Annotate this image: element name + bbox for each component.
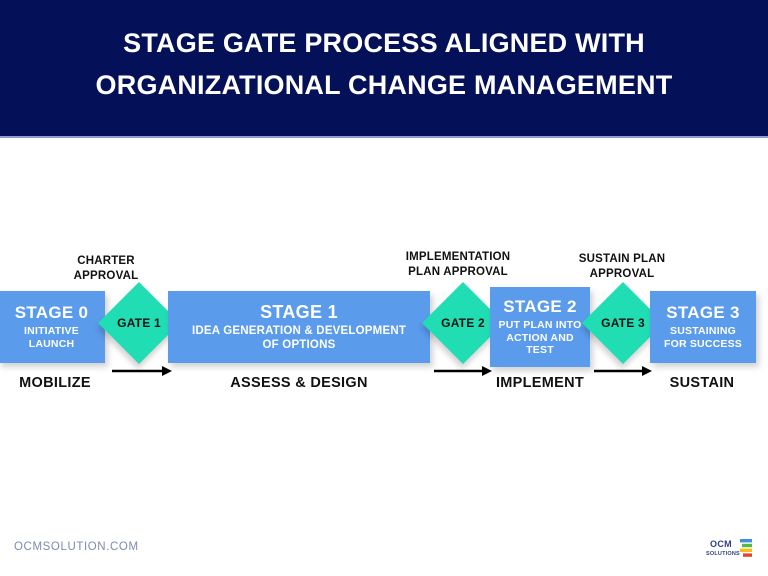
page-title-line-1: STAGE GATE PROCESS ALIGNED WITH — [123, 28, 645, 58]
stage-0-box[interactable]: STAGE 0 INITIATIVE LAUNCH — [0, 291, 105, 363]
flow-arrow-3-icon — [594, 366, 652, 376]
phase-label-mobilize: MOBILIZE — [19, 375, 91, 391]
phase-label-assess-design: ASSESS & DESIGN — [230, 375, 368, 391]
stage-0-subtitle-line-1: INITIATIVE — [24, 325, 79, 337]
footer-website-url: OCMSOLUTION.COM — [14, 541, 139, 553]
stage-1-box[interactable]: STAGE 1 IDEA GENERATION & DEVELOPMENT OF… — [168, 291, 430, 363]
gate-1-approval-line-1: CHARTER — [77, 255, 135, 267]
gate-3-approval-line-2: APPROVAL — [589, 268, 655, 280]
gate-2-label: GATE 2 — [441, 316, 485, 330]
stage-0-subtitle-line-2: LAUNCH — [28, 338, 75, 350]
logo-wordmark-line-1: OCM — [710, 539, 732, 549]
flow-arrow-1-icon — [112, 366, 172, 376]
phase-label-implement: IMPLEMENT — [495, 375, 585, 391]
page-title: STAGE GATE PROCESS ALIGNED WITH ORGANIZA… — [0, 22, 768, 106]
stage-3-subtitle-line-2: FOR SUCCESS — [663, 338, 743, 350]
stage-2-subtitle-line-2: ACTION AND — [506, 331, 574, 344]
stage-2-subtitle-line-3: TEST — [526, 344, 554, 357]
stage-2-title: STAGE 2 — [503, 297, 577, 317]
stage-3-subtitle-line-1: SUSTAINING — [670, 325, 736, 337]
stage-1-subtitle-line-1: IDEA GENERATION & DEVELOPMENT — [191, 325, 407, 337]
logo-wordmark-line-2: SOLUTIONS — [706, 551, 740, 557]
flow-arrow-2-icon — [434, 366, 492, 376]
stage-3-box[interactable]: STAGE 3 SUSTAINING FOR SUCCESS — [650, 291, 756, 363]
gate-1-label: GATE 1 — [117, 316, 161, 330]
gate-1-approval-caption: CHARTER APPROVAL — [21, 254, 191, 284]
gate-3-approval-caption: SUSTAIN PLAN APPROVAL — [537, 252, 707, 282]
stage-1-title: STAGE 1 — [260, 302, 338, 322]
gate-2-approval-line-2: PLAN APPROVAL — [408, 266, 508, 278]
logo-wordmark: OCM SOLUTIONS — [706, 539, 740, 559]
stage-0-title: STAGE 0 — [14, 303, 89, 322]
gate-2-approval-caption: IMPLEMENTATION PLAN APPROVAL — [373, 250, 543, 280]
stage-2-subtitle-line-1: PUT PLAN INTO — [498, 319, 582, 332]
stage-1-subtitle-line-2: OF OPTIONS — [262, 339, 336, 351]
logo-bars-icon — [740, 539, 752, 557]
header-banner: STAGE GATE PROCESS ALIGNED WITH ORGANIZA… — [0, 0, 768, 138]
gate-1-approval-line-2: APPROVAL — [73, 270, 139, 282]
gate-3-approval-line-1: SUSTAIN PLAN — [578, 253, 666, 265]
stage-3-title: STAGE 3 — [666, 303, 740, 322]
gate-3-label: GATE 3 — [601, 316, 645, 330]
gate-2-approval-line-1: IMPLEMENTATION — [405, 251, 511, 263]
ocm-solutions-logo: OCM SOLUTIONS — [706, 538, 756, 564]
phase-label-sustain: SUSTAIN — [669, 375, 735, 391]
page-title-line-2: ORGANIZATIONAL CHANGE MANAGEMENT — [95, 70, 673, 100]
stage-2-box[interactable]: STAGE 2 PUT PLAN INTO ACTION AND TEST — [490, 287, 590, 367]
